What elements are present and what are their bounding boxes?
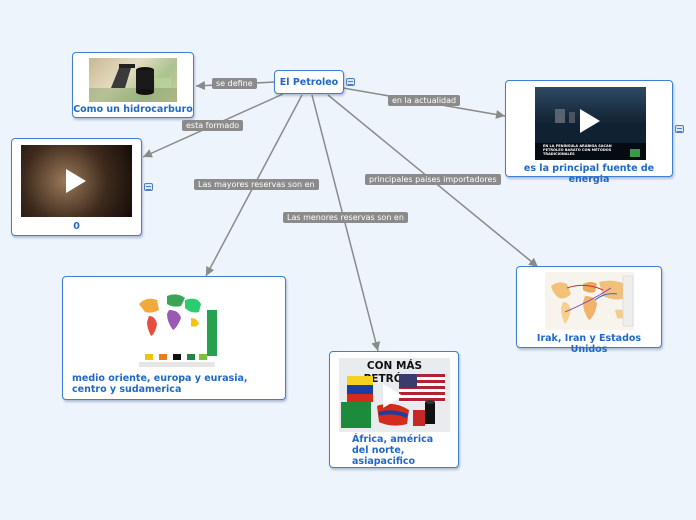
central-topic[interactable]: El Petroleo — [274, 70, 344, 94]
central-topic-label: El Petroleo — [279, 77, 339, 88]
oil-barrel-image — [89, 58, 177, 102]
link-label-se-define[interactable]: se define — [212, 78, 257, 89]
collapse-toggle-icon[interactable] — [346, 78, 355, 86]
video-thumbnail: CON MÁS PETRÓLEO — [339, 358, 450, 432]
play-icon[interactable] — [580, 109, 600, 133]
node-zero-label: 0 — [73, 221, 80, 232]
node-menores[interactable]: CON MÁS PETRÓLEO África, américa del nor… — [329, 351, 459, 468]
reserves-chart-image — [129, 282, 221, 368]
video-caption: EN LA PENÍNSULA ARÁBIGA SACAN PETRÓLEO B… — [543, 144, 612, 156]
node-importadores-label: Irak, Iran y Estados Unidos — [536, 333, 642, 355]
node-energia-label: es la principal fuente de energia — [523, 163, 655, 185]
node-menores-label-line2: del norte, — [352, 445, 405, 456]
node-mayores[interactable]: medio oriente, europa y eurasia, centro … — [62, 276, 286, 400]
link-label-paises-importadores[interactable]: principales paises importadores — [365, 174, 501, 185]
video-thumbnail: EN LA PENÍNSULA ARÁBIGA SACAN PETRÓLEO B… — [535, 87, 646, 160]
node-energia[interactable]: EN LA PENÍNSULA ARÁBIGA SACAN PETRÓLEO B… — [505, 80, 673, 185]
link-label-menores-reservas[interactable]: Las menores reservas son en — [283, 212, 408, 223]
play-icon[interactable] — [383, 384, 403, 408]
world-import-map — [545, 272, 634, 330]
play-icon[interactable] — [66, 169, 86, 193]
node-hidrocarburo-label: Como un hidrocarburo — [73, 104, 193, 115]
node-menores-label-line3: asiapacifico — [352, 456, 416, 467]
video-thumbnail — [21, 145, 132, 217]
node-mayores-label: medio oriente, europa y eurasia, centro … — [72, 373, 248, 395]
connector-menores — [311, 94, 381, 352]
node-importadores[interactable]: Irak, Iran y Estados Unidos — [516, 266, 662, 355]
collapse-toggle-icon[interactable] — [144, 183, 153, 191]
link-label-esta-formado[interactable]: esta formado — [182, 120, 244, 131]
collapse-toggle-icon[interactable] — [675, 125, 684, 133]
link-label-en-la-actualidad[interactable]: en la actualidad — [388, 95, 461, 106]
node-hidrocarburo[interactable]: Como un hidrocarburo — [72, 52, 194, 118]
link-label-mayores-reservas[interactable]: Las mayores reservas son en — [194, 179, 319, 190]
node-menores-label-line1: África, américa — [352, 434, 434, 445]
node-zero[interactable]: 0 — [11, 138, 142, 236]
